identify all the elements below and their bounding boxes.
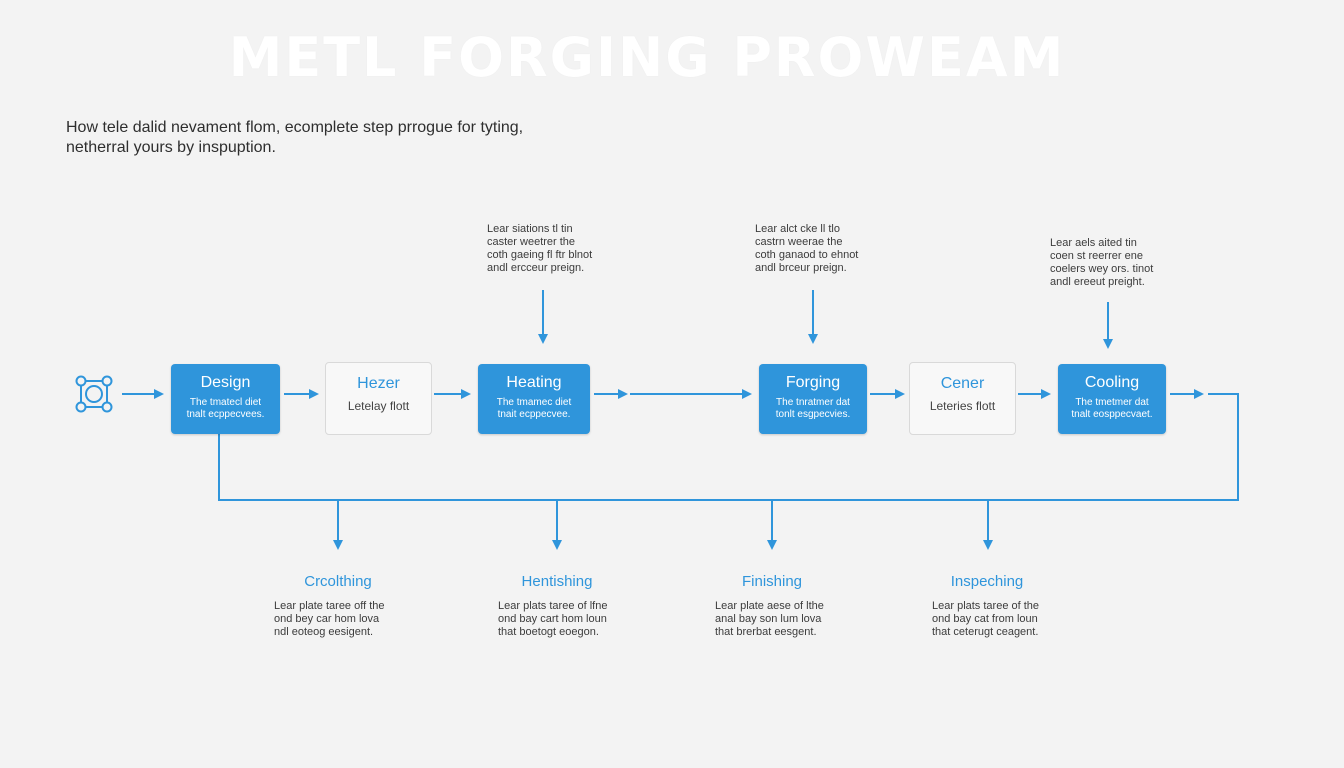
node-heating[interactable]: Heating The tmamec diet tnait ecppecvee.: [478, 364, 590, 434]
node-design-desc: The tmatecl diet tnalt ecppecvees.: [186, 397, 265, 420]
note-cooling: Lear aels aited tin coen st reerrer ene …: [1050, 237, 1154, 288]
node-hezer-title: Hezer: [357, 375, 400, 392]
node-heating-desc: The tmamec diet tnait ecppecvee.: [496, 397, 572, 420]
bottom-step-3-desc: Lear plate aese of lthe anal bay son lum…: [715, 600, 824, 638]
note-forging: Lear alct cke ll tlo castrn weerae the c…: [755, 223, 859, 274]
node-cooling-title: Cooling: [1084, 374, 1140, 391]
note-heating: Lear siations tl tin caster weetrer the …: [487, 223, 593, 274]
return-loop-line: [218, 393, 1239, 501]
page-title: METL FORGING PROWEAM: [228, 26, 1066, 89]
page-subtitle: How tele dalid nevament flom, ecomplete …: [66, 118, 586, 158]
node-cener[interactable]: Cener Leteries flott: [909, 362, 1016, 435]
node-cooling-desc: The tmetmer dat tnalt eosppecvaet.: [1071, 397, 1153, 420]
bottom-step-4-title: Inspeching: [950, 573, 1024, 590]
node-design[interactable]: Design The tmatecl diet tnalt ecppecvees…: [171, 364, 280, 434]
bottom-step-1-title: Crcolthing: [304, 573, 372, 590]
node-design-title: Design: [200, 374, 251, 391]
bottom-step-3-title: Finishing: [741, 573, 803, 590]
bottom-step-2-desc: Lear plats taree of lfne ond bay cart ho…: [498, 600, 608, 638]
node-cener-title: Cener: [940, 375, 985, 392]
subtitle-line-2: netherral yours by inspuption.: [66, 139, 276, 156]
node-cooling[interactable]: Cooling The tmetmer dat tnalt eosppecvae…: [1058, 364, 1166, 434]
subtitle-line-1: How tele dalid nevament flom, ecomplete …: [66, 119, 524, 136]
node-forging-desc: The tnratmer dat tonlt esgpecvies.: [775, 397, 851, 420]
node-hezer[interactable]: Hezer Letelay flott: [325, 362, 432, 435]
node-hezer-desc: Letelay flott: [347, 399, 410, 413]
bottom-step-2-title: Hentishing: [521, 573, 593, 590]
node-heating-title: Heating: [506, 374, 562, 391]
bottom-step-4-desc: Lear plats taree of the ond bay cat from…: [932, 600, 1040, 638]
node-forging-title: Forging: [785, 374, 841, 391]
bottom-step-1-desc: Lear plate taree off the ond bey car hom…: [274, 600, 385, 638]
network-nodes-icon: [75, 375, 113, 413]
node-forging[interactable]: Forging The tnratmer dat tonlt esgpecvie…: [759, 364, 867, 434]
node-cener-desc: Leteries flott: [929, 399, 996, 413]
